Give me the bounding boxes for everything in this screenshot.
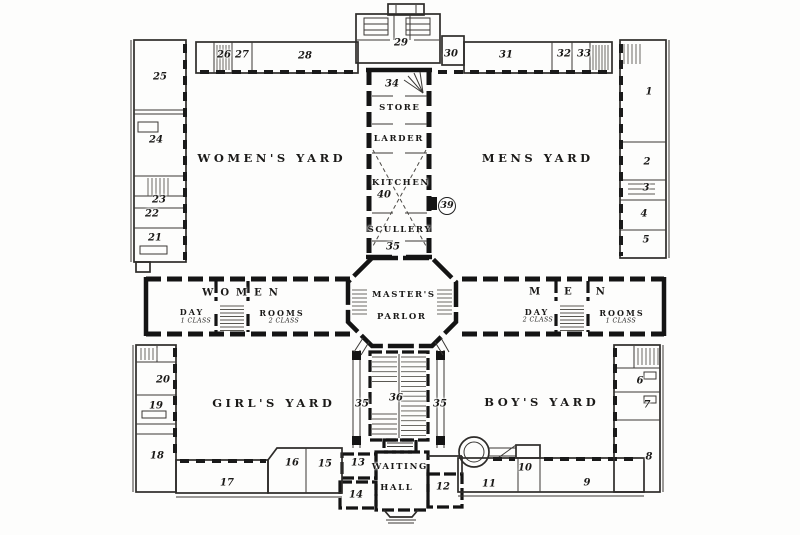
room-number-8: 8 [645, 451, 653, 463]
masters-parlor-octagon [345, 255, 459, 349]
room-number-16: 16 [285, 457, 299, 469]
room-label-men: MEN [529, 286, 629, 298]
room-number-26: 26 [217, 49, 231, 61]
room-label-men-day-class: 2 CLASS [522, 316, 554, 324]
room-number-30: 30 [444, 48, 458, 60]
room-number-2: 2 [643, 156, 651, 168]
room-number-13: 13 [351, 457, 365, 469]
room-label-men-rooms: ROOMS [599, 308, 645, 318]
room-label-waiting: WAITING [371, 462, 428, 472]
room-number-10: 10 [518, 462, 532, 474]
room-number-24: 24 [149, 134, 163, 146]
stair-hatching [140, 44, 659, 447]
west-range-lower [132, 344, 177, 493]
room-number-3: 3 [642, 182, 650, 194]
yard-label-mens-yard: MENS YARD [481, 151, 594, 165]
room-label-women-day: DAY [179, 307, 205, 317]
room-number-40: 40 [377, 189, 391, 201]
women-day-rooms-wing [143, 276, 350, 337]
men-day-rooms-wing [462, 276, 667, 337]
east-range-lower [613, 344, 664, 493]
north-east-range [438, 41, 613, 74]
room-number-7: 7 [643, 399, 651, 411]
room-number-17: 17 [220, 477, 234, 489]
room-label-women-rooms: ROOMS [259, 308, 305, 318]
room-label-hall: HALL [380, 483, 414, 493]
room-number-19: 19 [149, 400, 163, 412]
room-number-22: 22 [145, 208, 159, 220]
south-west-range [175, 447, 343, 498]
yard-label-girls-yard: GIRL'S YARD [212, 396, 336, 410]
room-number-29: 29 [394, 37, 408, 49]
circled-number-39: 39 [438, 197, 456, 215]
south-corridors [352, 337, 450, 448]
room-label-men-rooms-class: 1 CLASS [605, 317, 637, 325]
room-number-28: 28 [298, 50, 312, 62]
round-tower [458, 436, 516, 468]
room-label-kitchen: KITCHEN [371, 178, 430, 188]
room-number-20: 20 [156, 374, 170, 386]
room-label-men-day: DAY [524, 307, 550, 317]
room-label-store: STORE [379, 103, 421, 113]
room-number-14: 14 [349, 489, 363, 501]
room-number-33: 33 [577, 48, 591, 60]
room-number-23: 23 [152, 194, 166, 206]
room-number-27: 27 [235, 49, 249, 61]
room-label-masters: MASTER'S [372, 290, 436, 300]
yard-label-womens-yard: WOMEN'S YARD [197, 151, 347, 165]
room-number-11: 11 [482, 478, 496, 490]
room-number-9: 9 [583, 477, 591, 489]
room-number-25: 25 [153, 71, 167, 83]
room-number-5: 5 [642, 234, 650, 246]
east-range-upper [619, 39, 670, 259]
yard-label-boys-yard: BOY'S YARD [484, 395, 600, 409]
room-number-21: 21 [148, 232, 162, 244]
room-number-31: 31 [499, 49, 513, 61]
room-label-scullery: SCULLERY [367, 225, 433, 235]
room-number-1: 1 [645, 86, 653, 98]
room-number-32: 32 [557, 48, 571, 60]
room-number-35-east: 35 [433, 398, 447, 410]
room-label-women-day-class: 1 CLASS [180, 317, 212, 325]
entrance-block [355, 3, 465, 66]
room-number-6: 6 [636, 375, 644, 387]
room-label-parlor: PARLOR [377, 312, 427, 322]
room-label-women: WOMEN [202, 287, 285, 299]
room-number-35-spine: 35 [386, 241, 400, 253]
room-number-15: 15 [318, 458, 332, 470]
room-label-larder: LARDER [373, 134, 424, 144]
room-number-4: 4 [640, 208, 648, 220]
room-label-women-rooms-class: 2 CLASS [268, 317, 300, 325]
west-range-upper [130, 39, 187, 273]
room-number-36: 36 [389, 392, 403, 404]
south-east-range [457, 444, 645, 497]
north-west-range [195, 41, 359, 74]
room-number-35-west: 35 [355, 398, 369, 410]
room-number-12: 12 [436, 481, 450, 493]
kitchen-spine [366, 67, 437, 260]
room-number-34: 34 [385, 78, 399, 90]
room-number-18: 18 [150, 450, 164, 462]
